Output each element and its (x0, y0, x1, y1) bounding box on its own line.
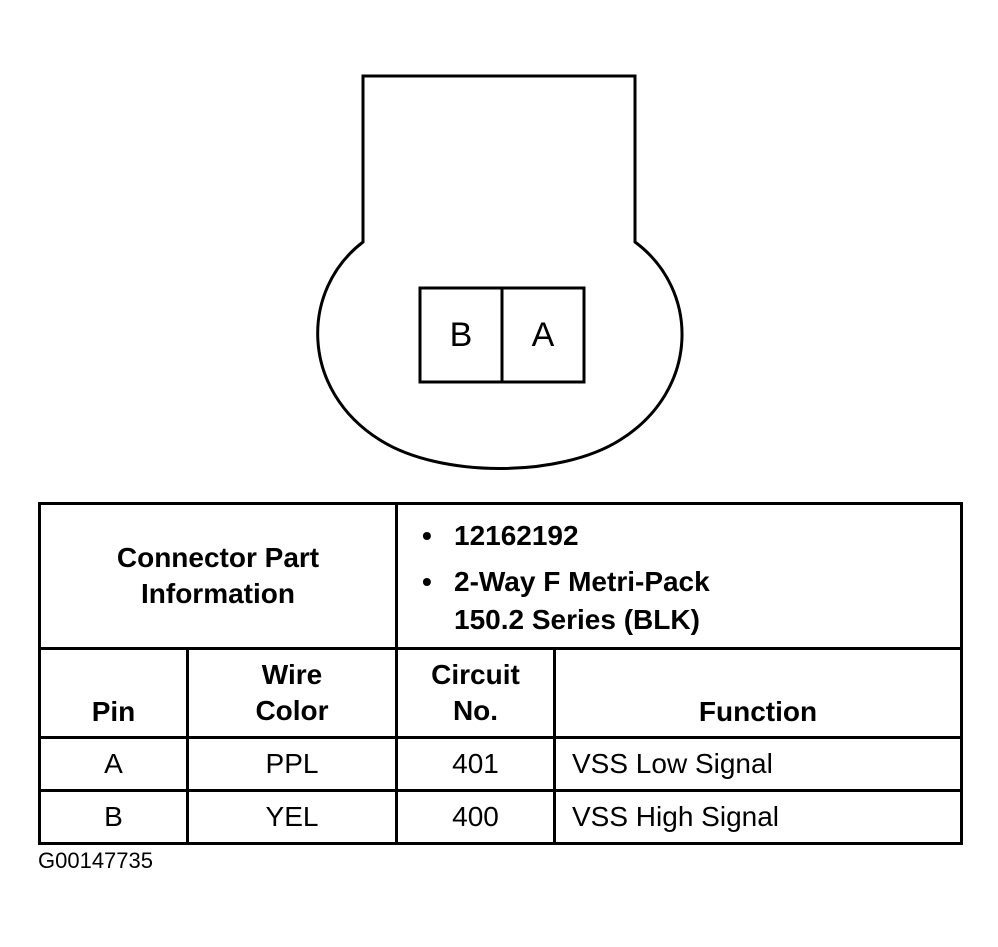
header-function: Function (553, 647, 963, 739)
cell-wire-color: PPL (186, 736, 398, 792)
header-pin: Pin (38, 647, 189, 739)
header-wire-color: Wire Color (186, 647, 398, 739)
part-number: 12162192 (454, 520, 579, 551)
table-row: A PPL 401 VSS Low Signal (38, 736, 963, 792)
connector-type-line1: 2-Way F Metri-Pack (454, 566, 710, 597)
part-info-row: Connector Part Information • 12162192 • … (38, 502, 963, 650)
cell-circuit: 401 (395, 736, 556, 792)
header-circuit-line2: No. (452, 695, 499, 726)
bullet-icon: • (422, 520, 432, 551)
header-wire-color-line2: Color (255, 695, 329, 726)
connector-type-item: • 2-Way F Metri-Pack 150.2 Series (BLK) (422, 563, 960, 639)
connector-type-line2: 150.2 Series (BLK) (454, 604, 700, 635)
figure-id: G00147735 (38, 848, 153, 873)
cell-pin: A (38, 736, 189, 792)
pin-label-a: A (531, 316, 555, 354)
connector-info-table: Connector Part Information • 12162192 • … (38, 502, 963, 845)
part-info-values: • 12162192 • 2-Way F Metri-Pack 150.2 Se… (395, 502, 963, 650)
part-info-label: Connector Part Information (38, 502, 398, 650)
cell-wire-color: YEL (186, 789, 398, 845)
header-wire-color-line1: Wire (261, 659, 323, 690)
header-circuit-line1: Circuit (431, 659, 520, 690)
cell-function: VSS Low Signal (553, 736, 963, 792)
part-number-item: • 12162192 (422, 517, 960, 555)
column-header-row: Pin Wire Color Circuit No. Function (38, 647, 963, 739)
bullet-icon: • (422, 566, 432, 597)
cell-pin: B (38, 789, 189, 845)
cell-function: VSS High Signal (553, 789, 963, 845)
part-info-label-line2: Information (141, 578, 295, 609)
header-circuit: Circuit No. (395, 647, 556, 739)
table-row: B YEL 400 VSS High Signal (38, 789, 963, 845)
cell-circuit: 400 (395, 789, 556, 845)
part-info-label-line1: Connector Part (116, 542, 320, 573)
pin-label-b: B (449, 316, 473, 354)
pin-cavity-a (500, 286, 586, 384)
connector-face-diagram (316, 74, 684, 470)
connector-outline (316, 74, 684, 470)
